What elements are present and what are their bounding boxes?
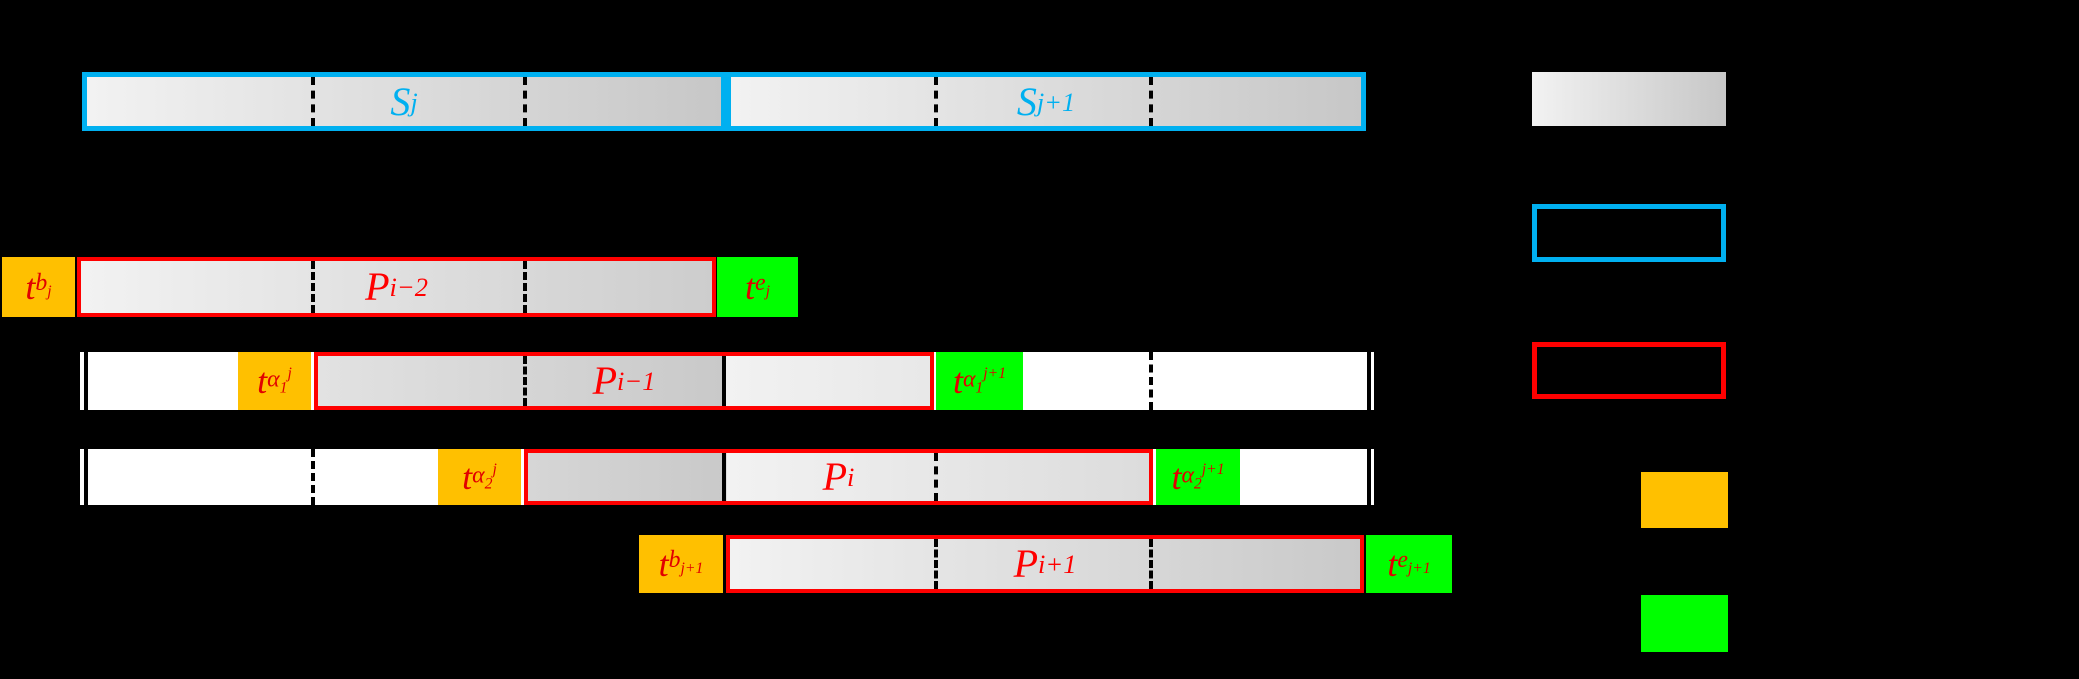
segment-bar	[82, 72, 726, 131]
timeline-end-tick	[84, 352, 88, 410]
computation-bar	[726, 535, 1364, 593]
segment-phase-divider	[1149, 77, 1153, 126]
begin-overhead-box	[438, 449, 521, 505]
legend-swatch-process-outline	[1532, 342, 1726, 399]
computation-phase-divider	[523, 261, 527, 313]
segment-bar	[726, 72, 1366, 131]
begin-overhead-box	[639, 535, 723, 593]
computation-phase-divider	[1149, 539, 1153, 589]
end-overhead-box	[717, 257, 798, 317]
timeline-end-tick	[1367, 449, 1371, 505]
computation-phase-divider	[311, 261, 315, 313]
timeline-end-tick	[1367, 352, 1371, 410]
segment-phase-divider	[523, 77, 527, 126]
begin-overhead-box	[238, 352, 311, 410]
timeline-end-tick	[84, 449, 88, 505]
computation-phase-divider	[934, 539, 938, 589]
legend-swatch-gradient-bar	[1532, 72, 1726, 126]
timeline-divider	[1149, 352, 1153, 410]
begin-overhead-box	[2, 257, 75, 317]
segment-phase-divider	[311, 77, 315, 126]
end-overhead-box	[1366, 535, 1452, 593]
segment-boundary-line	[722, 453, 726, 501]
end-overhead-box	[1156, 449, 1240, 505]
legend-swatch-begin-overhead	[1641, 472, 1728, 528]
computation-phase-divider	[523, 356, 527, 406]
computation-bar	[314, 352, 934, 410]
end-overhead-box	[936, 352, 1023, 410]
computation-bar	[77, 257, 716, 317]
computation-bar	[524, 449, 1153, 505]
legend-swatch-end-overhead	[1641, 595, 1728, 652]
computation-phase-divider	[934, 453, 938, 501]
segment-phase-divider	[934, 77, 938, 126]
legend-swatch-segment-outline	[1532, 204, 1726, 262]
timeline-divider	[311, 449, 315, 505]
segment-boundary-line	[722, 356, 726, 406]
